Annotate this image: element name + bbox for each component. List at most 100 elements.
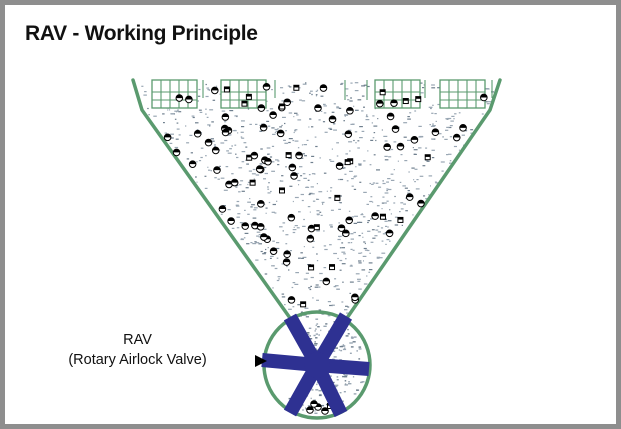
powder-speck	[312, 246, 315, 248]
powder-speck	[288, 141, 291, 144]
powder-speck	[358, 358, 361, 360]
powder-speck	[431, 87, 436, 89]
powder-speck	[369, 164, 372, 166]
powder-speck	[344, 114, 349, 116]
particle	[264, 157, 272, 166]
powder-speck	[445, 129, 449, 131]
powder-speck	[387, 226, 389, 228]
powder-speck	[207, 124, 211, 126]
powder-speck	[277, 276, 281, 278]
powder-speck	[271, 89, 273, 91]
powder-speck	[210, 170, 212, 172]
powder-speck	[344, 374, 348, 376]
powder-speck	[357, 99, 362, 101]
particle	[313, 224, 320, 231]
powder-speck	[352, 341, 356, 343]
powder-speck	[252, 217, 257, 219]
powder-speck	[236, 200, 240, 203]
powder-speck	[412, 147, 414, 149]
powder-speck	[358, 288, 362, 290]
powder-speck	[292, 282, 296, 284]
powder-speck	[319, 280, 323, 282]
powder-speck	[293, 131, 295, 134]
powder-speck	[438, 133, 442, 135]
particle	[283, 250, 291, 259]
powder-speck	[404, 187, 408, 189]
powder-speck	[323, 267, 327, 269]
powder-speck	[263, 178, 266, 180]
powder-speck	[309, 288, 312, 291]
powder-speck	[301, 257, 304, 259]
powder-speck	[245, 187, 249, 189]
powder-speck	[258, 234, 263, 236]
powder-speck	[164, 132, 167, 134]
powder-speck	[231, 227, 235, 229]
powder-speck	[329, 244, 332, 246]
powder-speck	[227, 209, 231, 211]
powder-speck	[300, 252, 303, 254]
powder-speck	[435, 182, 439, 184]
powder-speck	[284, 304, 286, 306]
powder-speck	[414, 110, 417, 112]
powder-speck	[287, 85, 290, 87]
powder-speck	[318, 191, 323, 193]
powder-speck	[347, 333, 350, 335]
particle	[405, 193, 414, 201]
powder-speck	[212, 99, 216, 101]
powder-speck	[264, 259, 267, 261]
powder-speck	[358, 163, 362, 165]
powder-speck	[224, 121, 227, 123]
powder-speck	[298, 184, 300, 186]
powder-speck	[306, 139, 309, 141]
powder-speck	[358, 235, 361, 237]
powder-speck	[269, 257, 272, 259]
powder-speck	[428, 175, 433, 177]
powder-speck	[344, 376, 348, 378]
powder-speck	[362, 216, 366, 218]
particle	[383, 143, 391, 151]
powder-speck	[167, 109, 169, 111]
powder-speck	[256, 235, 259, 237]
particle	[321, 407, 329, 415]
powder-speck	[208, 169, 211, 171]
powder-speck	[373, 154, 376, 156]
powder-speck	[363, 241, 366, 243]
powder-speck	[372, 115, 375, 117]
powder-speck	[239, 184, 242, 186]
powder-speck	[231, 145, 233, 147]
particle	[346, 106, 354, 115]
powder-speck	[377, 118, 379, 120]
powder-speck	[255, 242, 260, 244]
powder-speck	[400, 202, 404, 204]
powder-speck	[186, 142, 190, 144]
powder-speck	[316, 299, 319, 301]
particle	[287, 213, 296, 222]
powder-speck	[370, 196, 373, 198]
powder-speck	[259, 124, 262, 126]
particle	[175, 94, 184, 102]
powder-speck	[369, 200, 373, 203]
powder-speck	[208, 89, 211, 91]
powder-speck	[205, 155, 207, 157]
powder-speck	[220, 142, 225, 144]
powder-speck	[255, 174, 260, 176]
powder-speck	[329, 375, 332, 377]
powder-speck	[445, 118, 450, 120]
particle	[241, 100, 248, 107]
powder-speck	[318, 390, 322, 392]
powder-speck	[382, 180, 384, 182]
powder-speck	[211, 140, 215, 142]
powder-speck	[258, 243, 262, 245]
powder-speck	[260, 250, 263, 253]
powder-speck	[350, 264, 353, 266]
powder-speck	[308, 338, 313, 340]
particle	[245, 93, 252, 100]
powder-speck	[316, 383, 318, 386]
powder-speck	[437, 103, 441, 106]
powder-speck	[351, 178, 354, 180]
rav-label-line1: RAV	[123, 332, 152, 348]
powder-speck	[235, 205, 240, 207]
powder-speck	[319, 157, 321, 159]
particle	[424, 154, 431, 161]
powder-speck	[367, 85, 370, 88]
